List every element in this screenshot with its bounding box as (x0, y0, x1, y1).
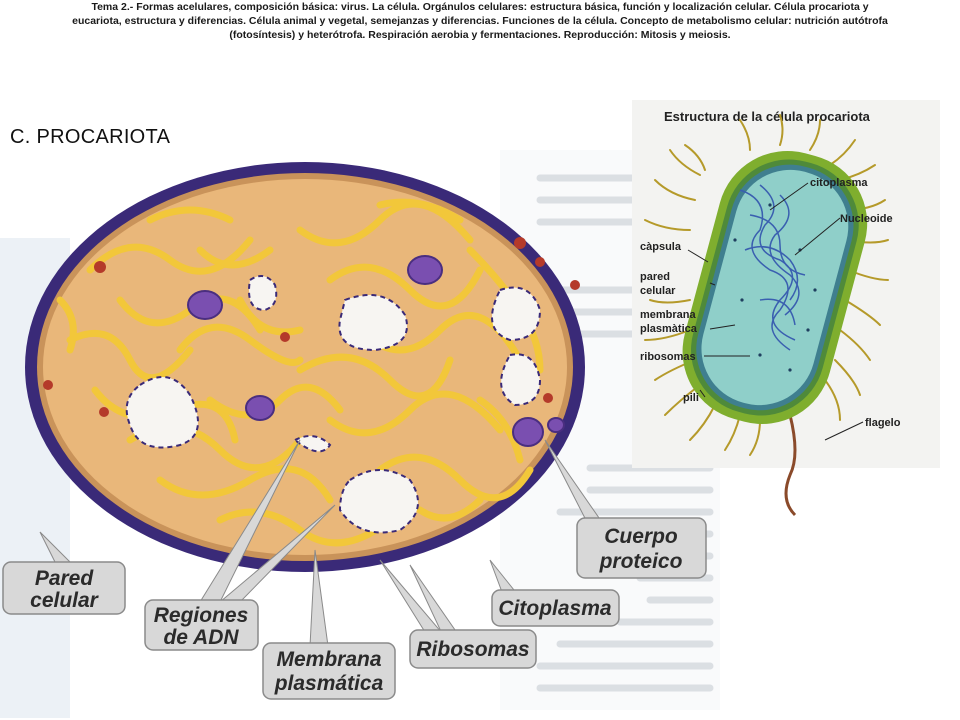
callout-cuerpo-line1: Cuerpo (604, 525, 678, 548)
header-line-3: (fotosíntesis) y heterótrofa. Respiració… (229, 29, 731, 41)
label-pared-line2: celular (640, 285, 676, 297)
callout-pared-line1: Pared (35, 567, 95, 590)
label-membrana-line2: plasmàtica (640, 323, 698, 335)
ribosomes (43, 237, 580, 417)
callout-cuerpo-line2: proteico (599, 550, 683, 573)
bacterium-ribosomes (733, 203, 817, 372)
nucleoid (739, 184, 806, 351)
label-flagelo: flagelo (865, 417, 901, 429)
callout-box-cuerpo (576, 517, 707, 579)
callout-boxes (2, 517, 707, 700)
callout-ribosomas: Ribosomas (416, 638, 529, 661)
topic-header: Tema 2.- Formas acelulares, composición … (0, 0, 960, 42)
flagellum (784, 414, 797, 517)
protein-bodies (187, 255, 565, 447)
slide-title: C. PROCARIOTA (10, 126, 171, 148)
label-membrana-line1: membrana (640, 309, 697, 321)
callout-box-ribosomas (409, 629, 537, 669)
header-line-2: eucariota, estructura y diferencias. Cél… (72, 15, 888, 27)
bacterium-cytoplasm (701, 169, 849, 406)
callout-membrana-line2: plasmática (274, 672, 384, 695)
dna-regions (125, 275, 542, 534)
callout-pared-line2: celular (30, 589, 100, 612)
label-nucleoide: Nucleoide (840, 213, 893, 225)
callout-box-citoplasma (491, 589, 620, 627)
callout-box-pared (2, 561, 126, 615)
label-pili: pili (683, 392, 699, 404)
bacterium-diagram-title: Estructura de la célula procariota (664, 109, 871, 124)
callout-box-membrana (262, 642, 396, 700)
callout-box-regiones (144, 599, 259, 651)
prokaryote-cell-diagram: Pared celular Regiones de ADN Membrana p… (2, 162, 707, 700)
label-citoplasma: citoplasma (810, 177, 868, 189)
bacterium-leader-lines (687, 182, 864, 441)
callout-membrana-line1: Membrana (276, 648, 381, 671)
callout-regiones-line1: Regiones (154, 604, 249, 627)
header-line-1: Tema 2.- Formas acelulares, composición … (91, 1, 869, 13)
callout-regiones-line2: de ADN (163, 626, 239, 649)
label-pared-line1: pared (640, 271, 670, 283)
callout-citoplasma: Citoplasma (498, 597, 612, 620)
label-ribosomas: ribosomas (640, 351, 696, 363)
label-capsula: càpsula (640, 241, 682, 253)
bacterium-structure-diagram: Estructura de la célula procariota (632, 100, 940, 517)
